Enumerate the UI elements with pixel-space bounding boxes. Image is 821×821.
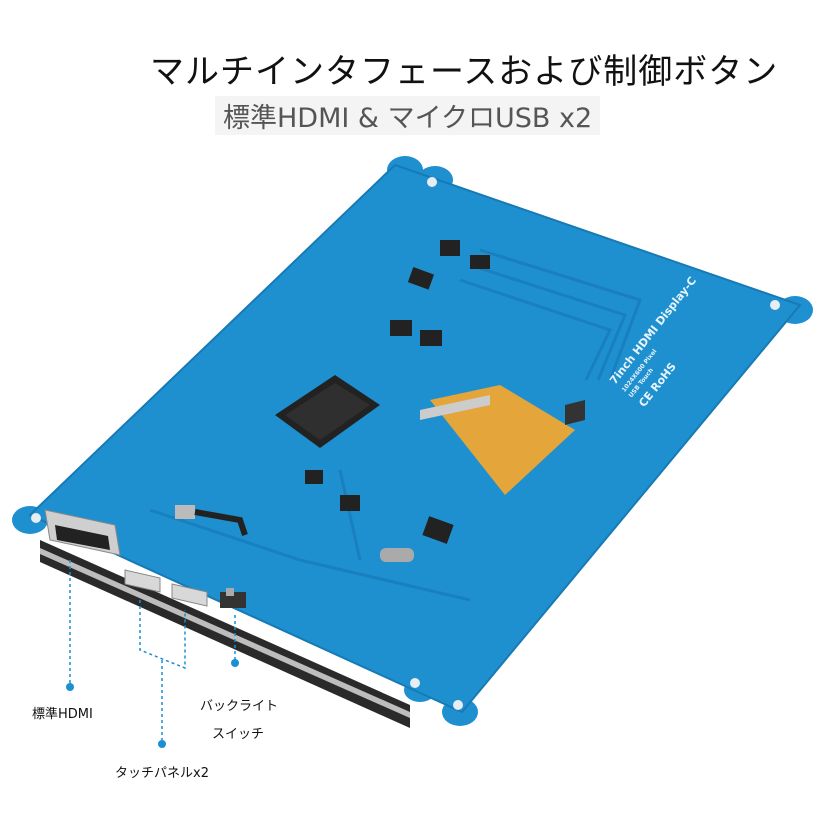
page-subtitle: 標準HDMI & マイクロUSB x2 [215,96,601,135]
callout-lines [69,560,236,740]
display-edge-highlight [40,548,410,718]
micro-usb-ports [124,569,208,607]
callout-touch-panel: タッチパネルx2 [115,766,209,781]
pcb-traces [149,248,642,602]
pcb-board [30,165,800,712]
hdmi-port [44,509,121,556]
callout-hdmi: 標準HDMI [32,707,93,722]
backlight-switch [220,588,246,608]
callout-backlight-line2: スイッチ [212,727,265,742]
callout-backlight-line1: バックライト [200,699,279,714]
components [175,240,490,562]
page-title: マルチインタフェースおよび制御ボタン [150,52,779,92]
fpc-ribbon [430,385,575,495]
callout-dots [66,659,239,748]
